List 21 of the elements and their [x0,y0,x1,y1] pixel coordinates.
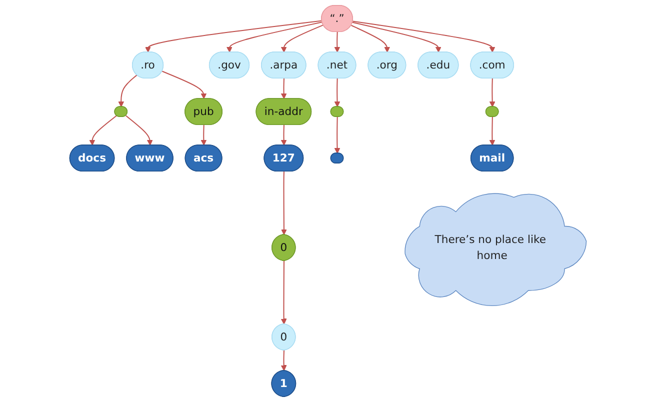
arrow [351,24,390,53]
arrow [489,116,496,146]
arrow [200,125,207,146]
arrow [280,78,287,100]
arrow [334,78,340,108]
arrow [280,350,287,371]
arrow [226,22,322,53]
arrow [352,22,442,53]
arrow [162,70,207,100]
arrow [489,78,496,108]
arrow [89,115,117,146]
arrow [280,24,324,53]
arrow [281,172,287,235]
arrow [334,116,340,154]
arrow [280,125,287,146]
arrow [144,20,322,53]
arrow [352,20,496,53]
arrow [280,261,287,324]
arrow [334,32,340,53]
arrow [118,74,138,108]
arrow [126,115,153,146]
